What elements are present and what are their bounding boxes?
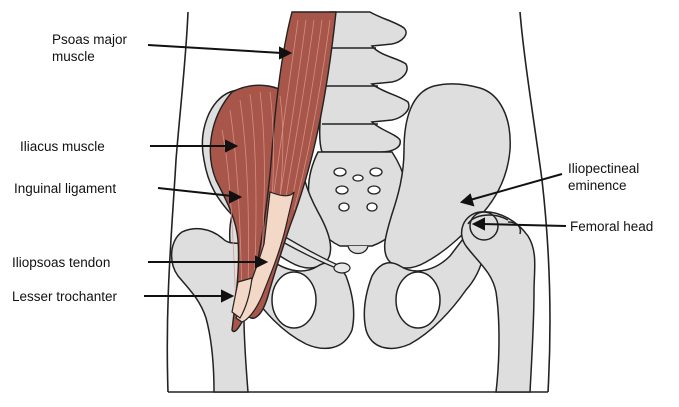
label-psoas-major-line2: muscle [52,48,127,65]
label-iliacus: Iliacus muscle [20,138,105,155]
label-psoas-major-line1: Psoas major [52,31,127,48]
label-iliopectineal-line1: Iliopectineal [568,160,639,177]
label-iliopsoas-tendon: Iliopsoas tendon [12,254,110,271]
label-inguinal-ligament: Inguinal ligament [14,180,116,197]
label-femoral-head: Femoral head [570,218,653,235]
label-lesser-trochanter: Lesser trochanter [12,288,117,305]
right-femur [462,212,535,392]
label-iliopectineal-line2: eminence [568,177,639,194]
label-psoas-major: Psoas major muscle [52,31,127,65]
label-iliopectineal-eminence: Iliopectineal eminence [568,160,639,194]
pubic-tubercle-shape [334,263,350,273]
